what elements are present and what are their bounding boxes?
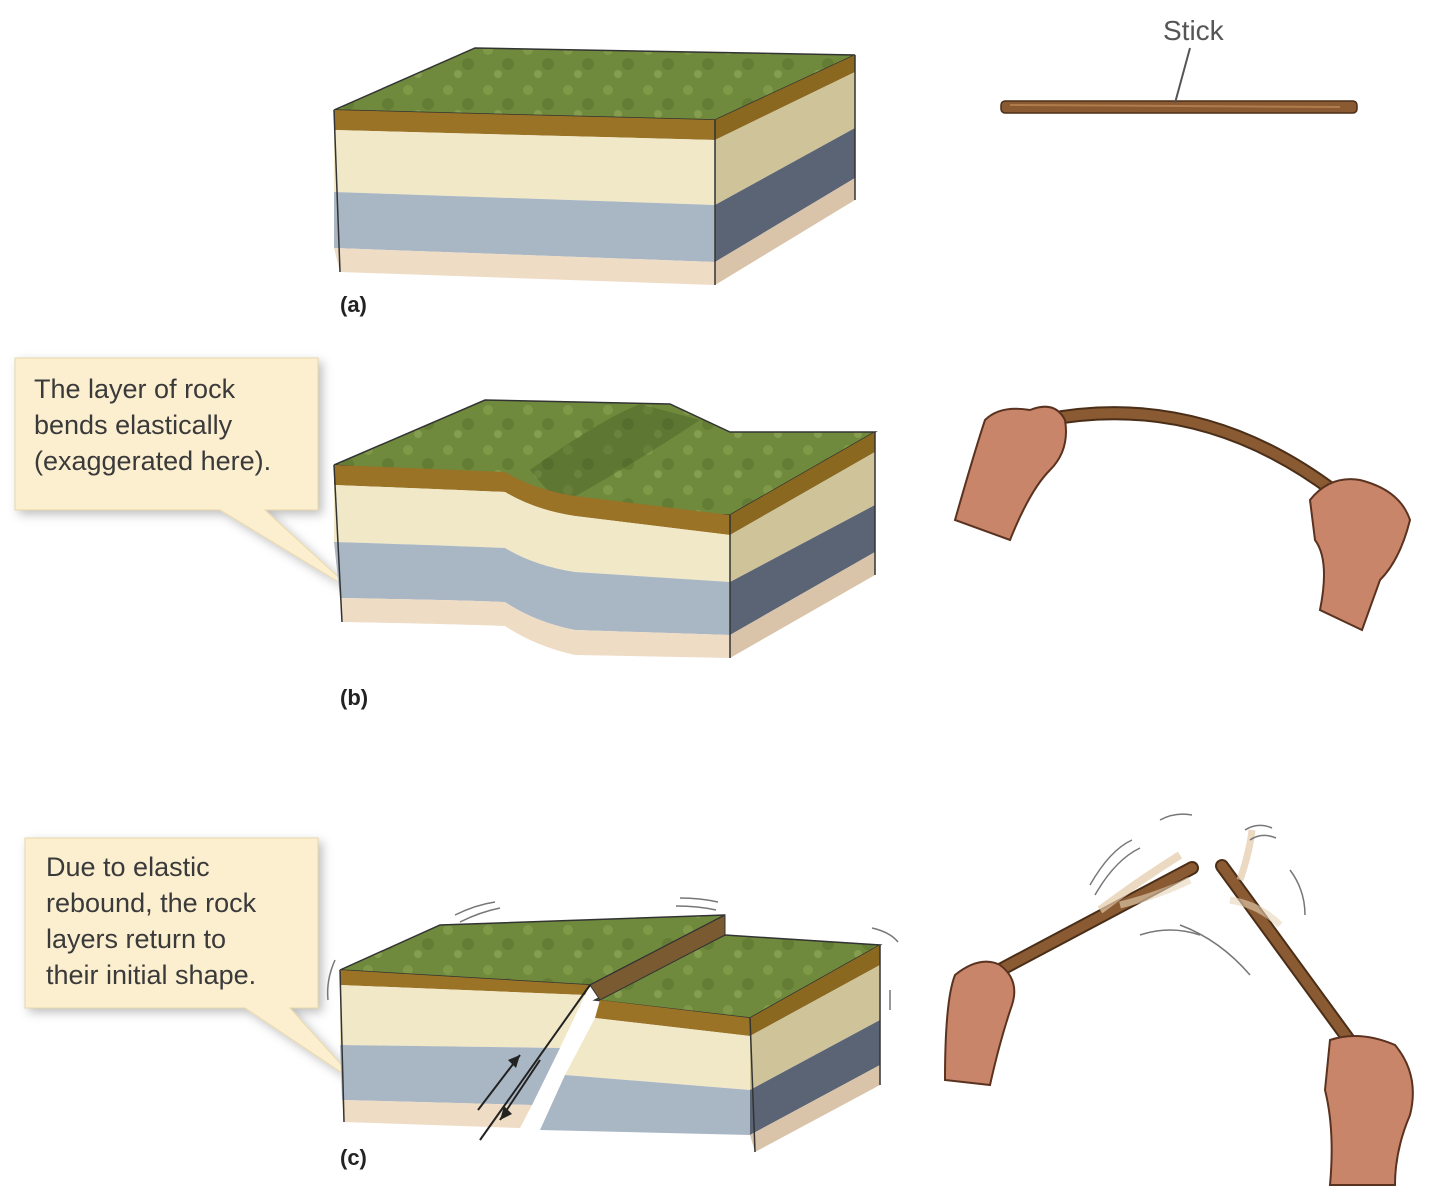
stick-label: Stick [1163, 15, 1225, 46]
callout-b-text: The layer of rock bends elastically (exa… [34, 374, 271, 476]
rock-block-faulted [326, 897, 899, 1153]
fault-motion-arrows [477, 1054, 541, 1121]
callout-c-line-1: Due to elastic [46, 852, 210, 882]
stick-broken [993, 813, 1367, 1062]
callout-c-text: Due to elastic rebound, the rock layers … [46, 852, 264, 990]
panel-label-b: (b) [340, 685, 368, 710]
right-hand-icon [1308, 478, 1412, 632]
left-hand-icon [953, 405, 1067, 542]
rock-block-flat [333, 47, 856, 285]
panel-c: Due to elastic rebound, the rock layers … [24, 813, 1414, 1186]
stick-bent [1038, 406, 1342, 499]
stick-straight [1000, 100, 1358, 114]
panel-label-c: (c) [340, 1145, 367, 1170]
rock-block-bent [333, 399, 878, 658]
panel-a: (a) Stick [333, 15, 1358, 317]
callout-c-line-3: layers return to [46, 924, 226, 954]
callout-b: The layer of rock bends elastically (exa… [14, 357, 356, 593]
callout-c-line-2: rebound, the rock [46, 888, 257, 918]
motion-lines [1089, 813, 1306, 976]
callout-b-line-3: (exaggerated here). [34, 446, 271, 476]
left-hand-broken-icon [943, 960, 1016, 1087]
shake-marks [326, 897, 899, 1010]
callout-c-line-4: their initial shape. [46, 960, 256, 990]
panel-label-a: (a) [340, 292, 367, 317]
callout-c: Due to elastic rebound, the rock layers … [24, 837, 361, 1086]
right-hand-broken-icon [1323, 1035, 1414, 1186]
callout-b-line-2: bends elastically [34, 410, 233, 440]
stick-leader-line [1174, 47, 1191, 104]
panel-b: The layer of rock bends elastically (exa… [14, 357, 1412, 710]
callout-b-line-1: The layer of rock [34, 374, 236, 404]
